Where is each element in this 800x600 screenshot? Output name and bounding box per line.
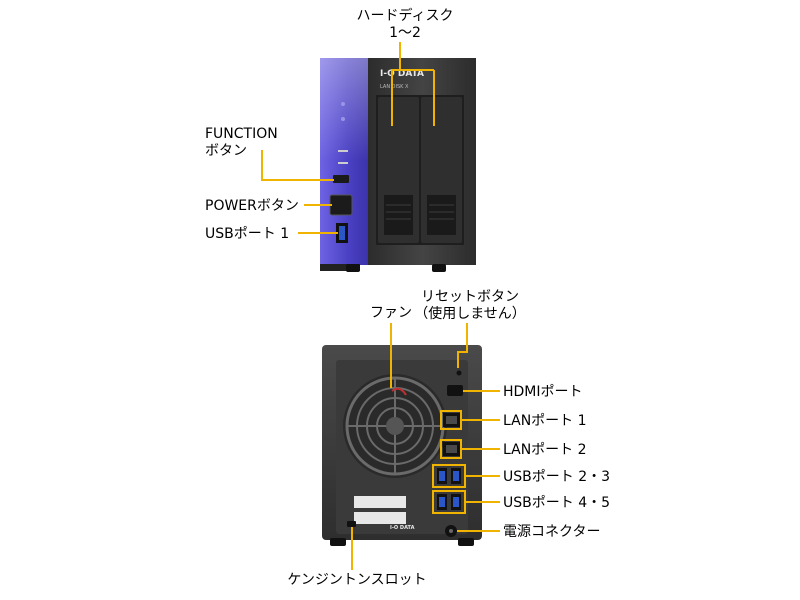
power-connector-label: 電源コネクター bbox=[503, 524, 601, 540]
kensington-label: ケンジントンスロット bbox=[287, 572, 427, 588]
rear-device: I-O DATA bbox=[322, 345, 482, 546]
usb1-label: USBポート 1 bbox=[205, 226, 290, 242]
front-device: I-O DATA LAN DISK X bbox=[320, 58, 476, 272]
lan2-label: LANポート 2 bbox=[503, 442, 587, 458]
usb23-label: USBポート 2・3 bbox=[503, 469, 611, 485]
usb-port-2 bbox=[439, 471, 445, 481]
reset-hole bbox=[456, 370, 462, 376]
fan-label: ファン bbox=[370, 305, 412, 321]
function-button bbox=[333, 175, 349, 183]
hdd-label-line1: ハードディスク bbox=[356, 8, 454, 24]
power-button bbox=[329, 194, 353, 216]
usb-port-1 bbox=[339, 226, 345, 240]
power-button-label: POWERボタン bbox=[205, 198, 299, 214]
function-label-line1: FUNCTION bbox=[205, 126, 278, 142]
reset-label-line1: リセットボタン bbox=[421, 289, 519, 305]
rear-callout-lines bbox=[351, 323, 500, 570]
rear-sticker-2 bbox=[354, 512, 406, 524]
usb-port-3 bbox=[453, 471, 459, 481]
hdmi-label: HDMIポート bbox=[503, 384, 583, 400]
usb-port-5 bbox=[453, 497, 459, 507]
front-model-text: LAN DISK X bbox=[380, 84, 409, 90]
rear-brand-logo: I-O DATA bbox=[390, 525, 415, 531]
kensington-slot bbox=[347, 521, 356, 527]
lan1-label: LANポート 1 bbox=[503, 413, 587, 429]
rear-sticker-1 bbox=[354, 496, 406, 508]
usb-port-4 bbox=[439, 497, 445, 507]
front-brand-logo: I-O DATA bbox=[380, 69, 424, 79]
function-label-line2: ボタン bbox=[205, 143, 247, 159]
hdd-label-line2: 1〜2 bbox=[389, 25, 421, 41]
reset-label-line2: （使用しません） bbox=[414, 306, 526, 322]
fan bbox=[343, 374, 447, 478]
hdmi-port bbox=[447, 385, 463, 396]
usb45-label: USBポート 4・5 bbox=[503, 495, 611, 511]
front-callout-lines bbox=[261, 42, 435, 234]
